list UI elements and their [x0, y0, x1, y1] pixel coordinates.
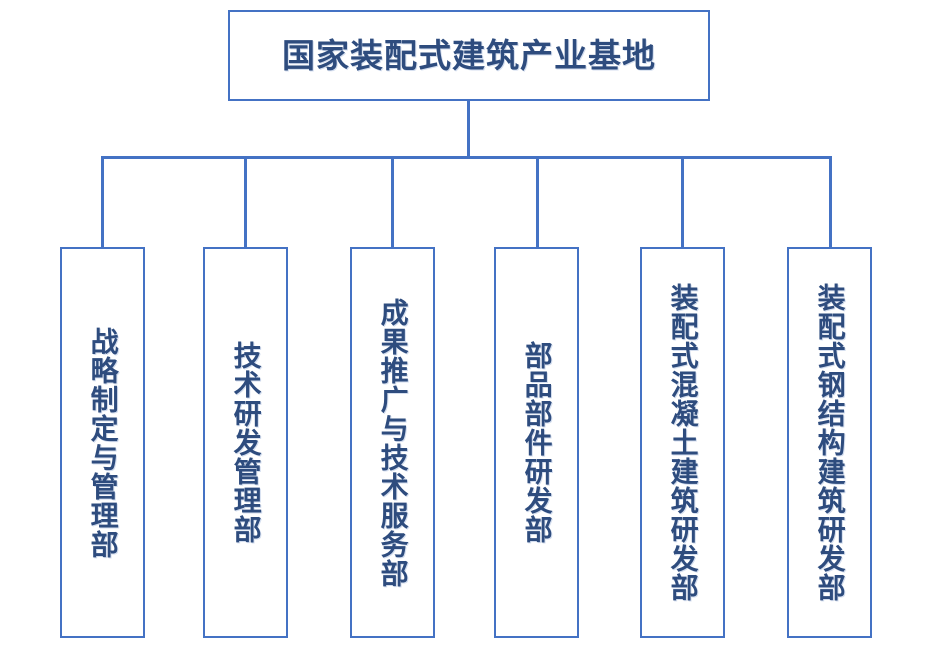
child-node-promotion-service[interactable]: 成果推广与技术服务部	[350, 247, 435, 638]
connector-root-stem	[467, 101, 470, 159]
connector-drop-3	[391, 156, 394, 247]
child-node-components-rd[interactable]: 部品部件研发部	[494, 247, 579, 638]
child-node-label-strategy: 战略制定与管理部	[87, 326, 119, 559]
child-node-steel-rd[interactable]: 装配式钢结构建筑研发部	[787, 247, 872, 638]
connector-drop-5	[681, 156, 684, 247]
connector-drop-1	[101, 156, 104, 247]
child-node-label-components-rd: 部品部件研发部	[521, 341, 553, 544]
child-node-label-steel-rd: 装配式钢结构建筑研发部	[814, 283, 846, 602]
child-node-strategy[interactable]: 战略制定与管理部	[60, 247, 145, 638]
connector-drop-6	[829, 156, 832, 247]
child-node-concrete-rd[interactable]: 装配式混凝土建筑研发部	[640, 247, 725, 638]
connector-drop-2	[244, 156, 247, 247]
child-node-label-tech-rd-mgmt: 技术研发管理部	[230, 341, 262, 544]
connector-horizontal-bus	[103, 156, 832, 159]
child-node-tech-rd-mgmt[interactable]: 技术研发管理部	[203, 247, 288, 638]
root-node-label: 国家装配式建筑产业基地	[282, 37, 656, 74]
child-node-label-concrete-rd: 装配式混凝土建筑研发部	[667, 283, 699, 602]
root-node[interactable]: 国家装配式建筑产业基地	[228, 10, 710, 101]
connector-drop-4	[536, 156, 539, 247]
child-node-label-promotion-service: 成果推广与技术服务部	[377, 297, 409, 588]
